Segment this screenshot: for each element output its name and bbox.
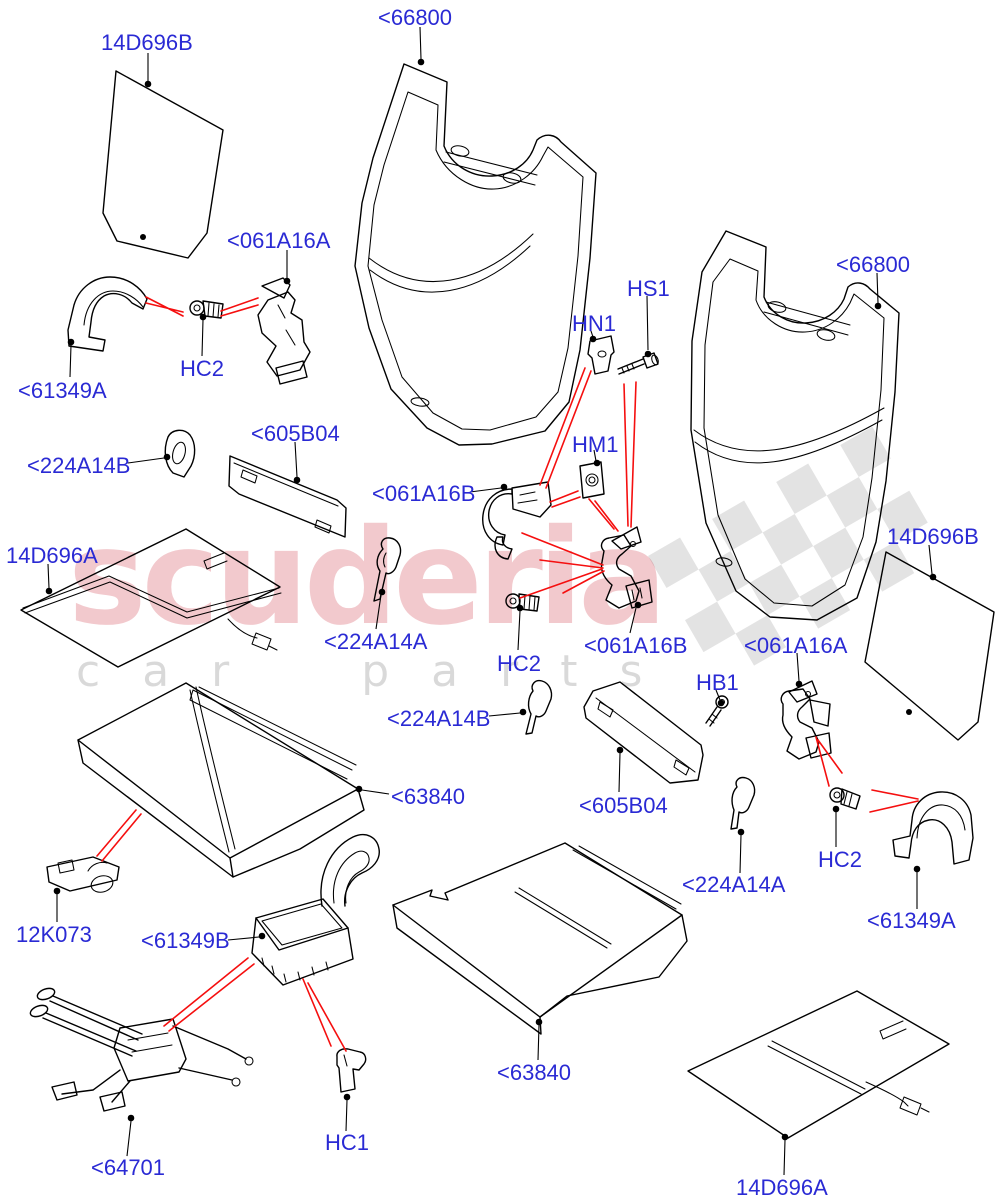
part-label-backrest-66800-center[interactable]: <66800 <box>378 5 453 30</box>
part-label-latch-061a16a-right[interactable]: <061A16A <box>744 633 848 658</box>
part-label-backrest-66800-right[interactable]: <66800 <box>836 252 911 277</box>
part-label-cover-61349a-right[interactable]: <61349A <box>867 908 956 933</box>
watermark-brand-text: scuderia <box>68 501 667 655</box>
part-label-panel-14d696b-right[interactable]: 14D696B <box>887 524 979 549</box>
latch-061a16b-center-part <box>600 526 653 609</box>
red-callout-lines <box>96 296 919 1052</box>
part-label-clip-224a14b-left[interactable]: <224A14B <box>27 453 131 478</box>
part-label-cover-61349a-left[interactable]: <61349A <box>18 378 107 403</box>
screw-hc2-top-part <box>189 300 224 319</box>
seat-cushion-63840-bottom-part <box>392 842 688 1035</box>
part-label-cushion-63840-bottom[interactable]: <63840 <box>497 1060 572 1085</box>
seat-back-panel-66800-center <box>354 63 597 446</box>
part-label-trim-605b04-center[interactable]: <605B04 <box>579 793 668 818</box>
bezel-224a14b-left-part <box>164 429 196 478</box>
latch-061a16a-right-part <box>780 680 832 760</box>
part-label-clip-224a14a-mid[interactable]: <224A14A <box>324 629 428 654</box>
seat-cushion-63840-left-part <box>77 682 365 878</box>
leader-lines <box>45 26 937 1176</box>
clip-224a14a-mid-part <box>373 537 402 602</box>
seat-back-panel-66800-right <box>690 230 900 621</box>
clip-224a14a-bottom-part <box>730 776 756 830</box>
heater-mat-14d696a-bottom-part <box>687 990 950 1139</box>
checkered-flag-watermark <box>648 426 928 666</box>
part-label-screw-hc2-right[interactable]: HC2 <box>818 847 863 872</box>
closeout-panel-14d696b-right <box>864 551 995 741</box>
part-label-screw-hc2-top[interactable]: HC2 <box>180 356 225 381</box>
screw-hc2-center-part <box>505 593 540 612</box>
part-label-belt-64701[interactable]: <64701 <box>91 1155 166 1180</box>
part-label-bracket-hn1[interactable]: HN1 <box>572 311 617 336</box>
heater-mat-14d696a-left-part <box>20 528 282 668</box>
part-label-clip-224a14b-center[interactable]: <224A14B <box>387 706 491 731</box>
trim-panel-605b04-left-part <box>228 455 347 538</box>
belt-guide-cover-61349a-left <box>67 276 148 352</box>
part-label-latch-061a16b-center[interactable]: <061A16B <box>584 633 688 658</box>
part-label-latch-061a16b-upper[interactable]: <061A16B <box>372 481 476 506</box>
part-label-trim-605b04-left[interactable]: <605B04 <box>251 421 340 446</box>
trim-panel-605b04-center-part <box>583 681 704 784</box>
bracket-hn1-part <box>587 335 615 375</box>
part-label-nut-hm1[interactable]: HM1 <box>572 432 619 457</box>
part-label-panel-14d696b-left[interactable]: 14D696B <box>101 30 193 55</box>
part-label-tray-61349b[interactable]: <61349B <box>141 928 230 953</box>
closeout-panel-14d696b-left <box>102 70 224 259</box>
part-label-clip-224a14a-bottom[interactable]: <224A14A <box>682 872 786 897</box>
screw-hc2-right-part <box>829 787 861 810</box>
screw-hs1-part <box>617 352 659 375</box>
part-label-harness-12k073[interactable]: 12K073 <box>16 922 92 947</box>
part-label-screw-hb1[interactable]: HB1 <box>696 670 739 695</box>
latch-061a16b-upper-part <box>482 481 552 560</box>
part-label-mat-14d696a-bottom[interactable]: 14D696A <box>736 1175 828 1200</box>
seat-belt-64701-part <box>29 987 254 1112</box>
part-label-cushion-63840-left[interactable]: <63840 <box>391 784 466 809</box>
part-label-screw-hc2-center[interactable]: HC2 <box>497 651 542 676</box>
part-label-clip-hc1[interactable]: HC1 <box>325 1130 370 1155</box>
part-label-screw-hs1[interactable]: HS1 <box>627 276 670 301</box>
nut-hm1-part <box>579 461 605 499</box>
part-label-mat-14d696a-left[interactable]: 14D696A <box>6 543 98 568</box>
clip-hc1-part <box>336 1048 367 1093</box>
watermark-tagline-text: car parts <box>76 646 685 697</box>
belt-guide-cover-61349a-right <box>892 791 974 865</box>
wiring-12k073-part <box>46 856 120 893</box>
screw-hb1-part <box>705 695 729 727</box>
part-label-latch-061a16a-top[interactable]: <061A16A <box>227 228 331 253</box>
stowage-tray-61349b-part <box>251 833 380 986</box>
latch-061a16a-top-part <box>257 277 311 385</box>
clip-224a14b-center-part <box>525 679 553 735</box>
